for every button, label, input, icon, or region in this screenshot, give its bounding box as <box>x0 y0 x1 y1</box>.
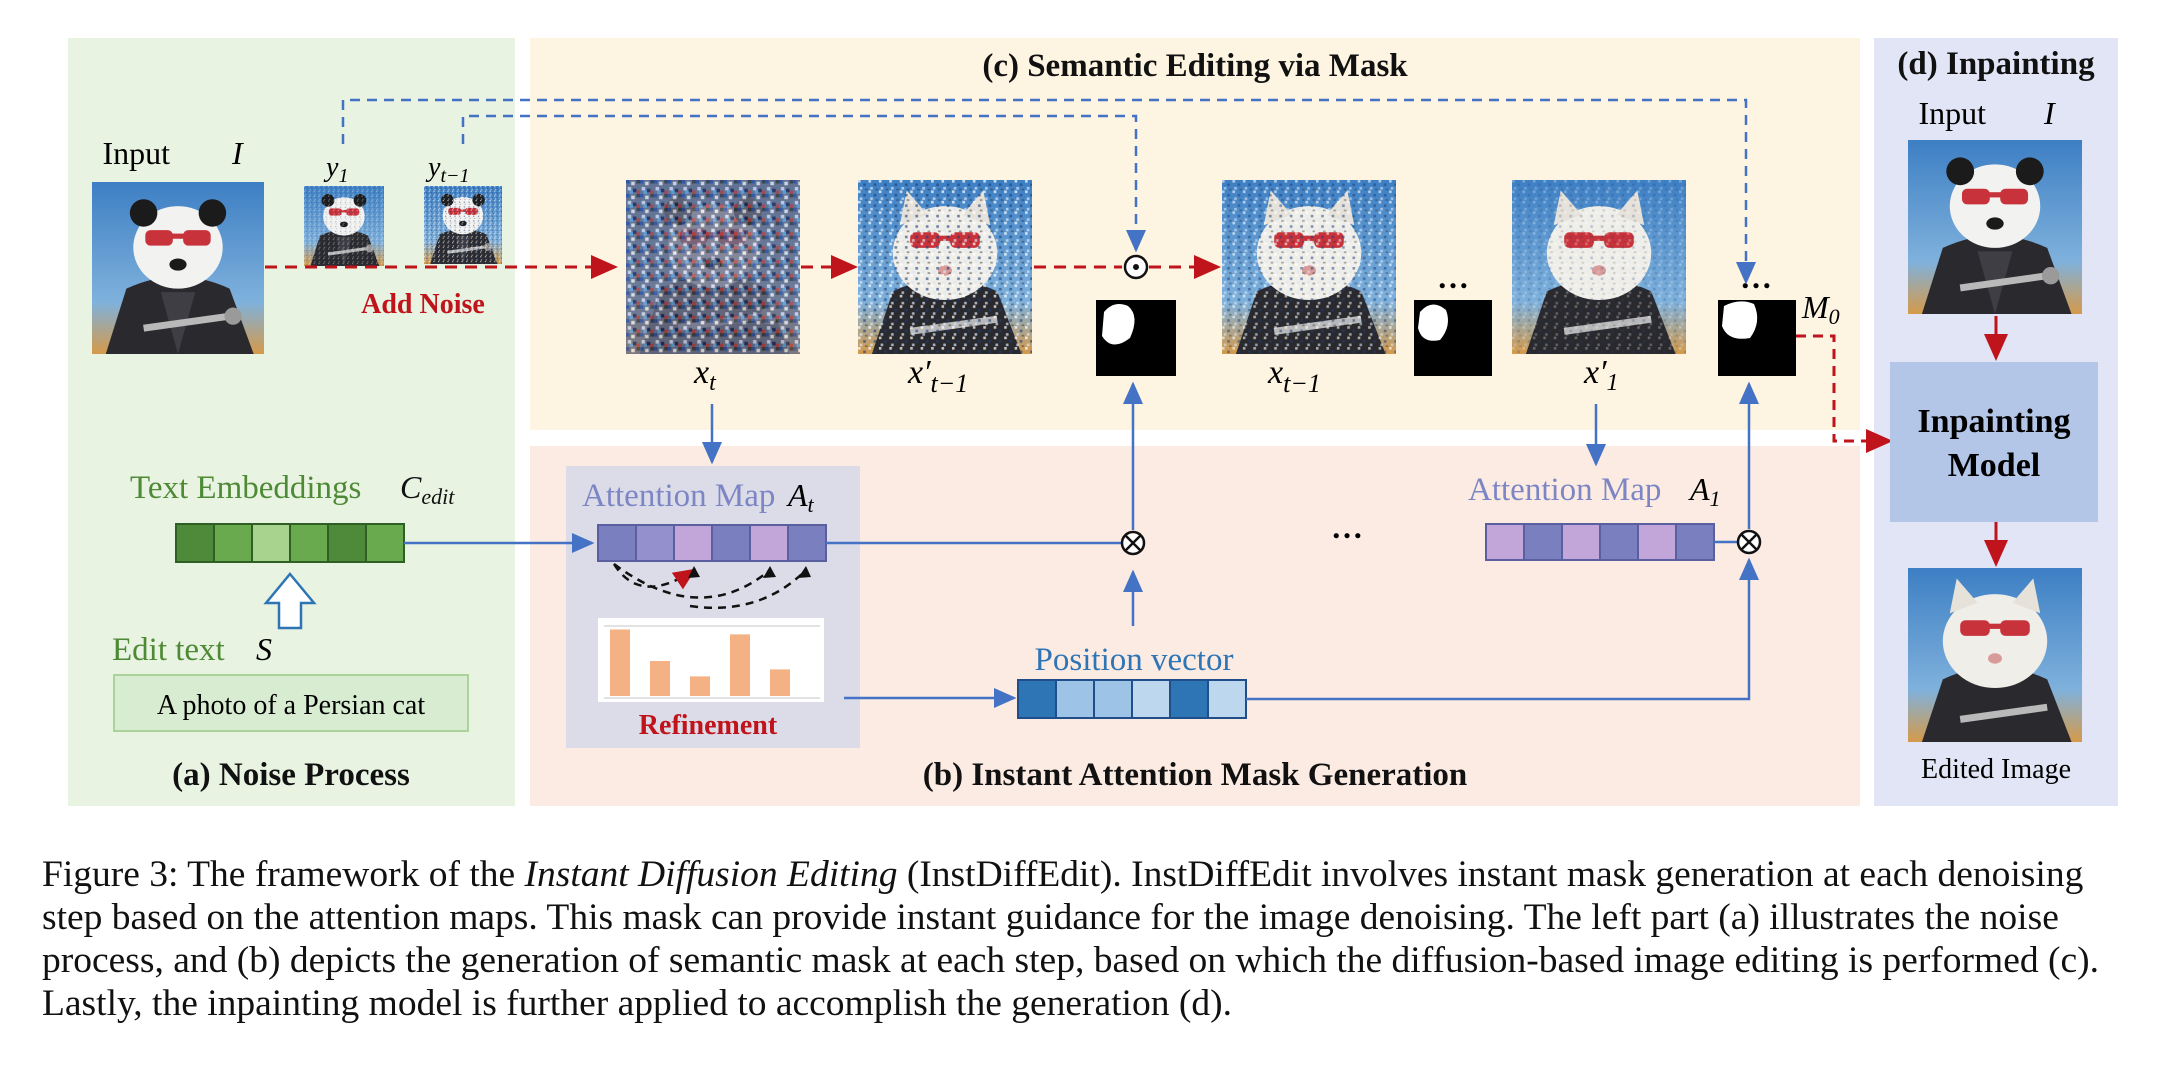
xpt1-label: x′t−1 <box>907 354 968 398</box>
xt-label: xt <box>693 354 717 396</box>
refinement-bars <box>610 629 790 696</box>
skip-yt1-to-op <box>461 114 1146 253</box>
refinement-bar <box>690 676 710 696</box>
position-vector-label: Position vector <box>1035 642 1234 678</box>
skip-y1-to-m0 <box>341 98 1756 285</box>
section-title-noise-process: (a) Noise Process <box>172 757 410 793</box>
edit-prompt-text: A photo of a Persian cat <box>157 690 425 721</box>
yt1-label: yt−1 <box>425 152 470 187</box>
xt1-label: xt−1 <box>1267 354 1321 398</box>
ellipsis-middle: … <box>1331 509 1363 545</box>
inpainting-model-line2: Model <box>1948 447 2041 484</box>
text-embedding-vector <box>175 523 405 563</box>
refinement-label: Refinement <box>639 710 778 741</box>
input-image <box>92 182 264 354</box>
edited-image <box>1908 568 2082 742</box>
figure-caption: Figure 3: The framework of the Instant D… <box>42 854 2099 1024</box>
attention-vector-1 <box>1485 523 1715 561</box>
add-noise-label: Add Noise <box>361 289 485 320</box>
mask-m0 <box>1718 300 1796 376</box>
position-to-mult-2 <box>1246 557 1759 701</box>
inpaint-input-image <box>1908 140 2082 314</box>
ellipsis-mask: … <box>1437 259 1469 295</box>
refinement-bar <box>650 661 670 696</box>
input-symbol: I <box>231 135 244 171</box>
c-edit-symbol: Cedit <box>400 469 455 509</box>
edit-text-label: Edit text <box>112 632 225 668</box>
xp1-image <box>1512 180 1686 354</box>
inpaint-input-symbol: I <box>2043 95 2056 131</box>
inpaint-input-label: Input <box>1918 95 1986 131</box>
xt1-image <box>1222 180 1396 354</box>
mask-to-inpainting-arrow <box>1796 334 1893 453</box>
edited-image-label: Edited Image <box>1921 754 2071 785</box>
yt1-image <box>422 184 504 266</box>
self-attention-arc-2 <box>613 562 771 599</box>
self-attention-arc-3 <box>689 569 807 610</box>
xt-image <box>626 180 800 354</box>
refinement-bar <box>610 629 630 696</box>
section-title-inpainting: (d) Inpainting <box>1897 46 2095 82</box>
refinement-bar <box>730 634 750 696</box>
y1-label: y1 <box>323 152 348 187</box>
xpt1-image <box>858 180 1032 354</box>
text-embeddings-label: Text Embeddings <box>130 470 361 506</box>
encode-up-arrow <box>263 572 317 630</box>
edit-symbol: S <box>256 631 272 667</box>
refinement-bar <box>770 669 790 696</box>
refinement-chart <box>598 618 824 702</box>
inpainting-model-line1: Inpainting <box>1917 403 2070 440</box>
attention-vector-t <box>597 524 827 562</box>
position-vector <box>1017 679 1247 719</box>
section-title-semantic-editing: (c) Semantic Editing via Mask <box>982 48 1408 84</box>
edit-prompt-box <box>113 674 469 732</box>
m0-label: M0 <box>1801 289 1840 329</box>
inpainting-model-box <box>1890 362 2098 522</box>
framework-diagram: (c) Semantic Editing via Mask (d) Inpain… <box>68 38 2118 806</box>
y1-image <box>302 184 386 268</box>
attention-map-t-label: Attention Map <box>582 478 775 514</box>
mask-t1 <box>1414 300 1492 376</box>
a-t-symbol: At <box>786 477 815 517</box>
mask-t <box>1096 300 1176 376</box>
section-title-mask-generation: (b) Instant Attention Mask Generation <box>923 757 1468 793</box>
xp1-label: x′1 <box>1583 354 1619 396</box>
a-1-symbol: A1 <box>1688 471 1721 511</box>
attention-map-1-label: Attention Map <box>1468 472 1661 508</box>
input-label: Input <box>102 135 170 171</box>
